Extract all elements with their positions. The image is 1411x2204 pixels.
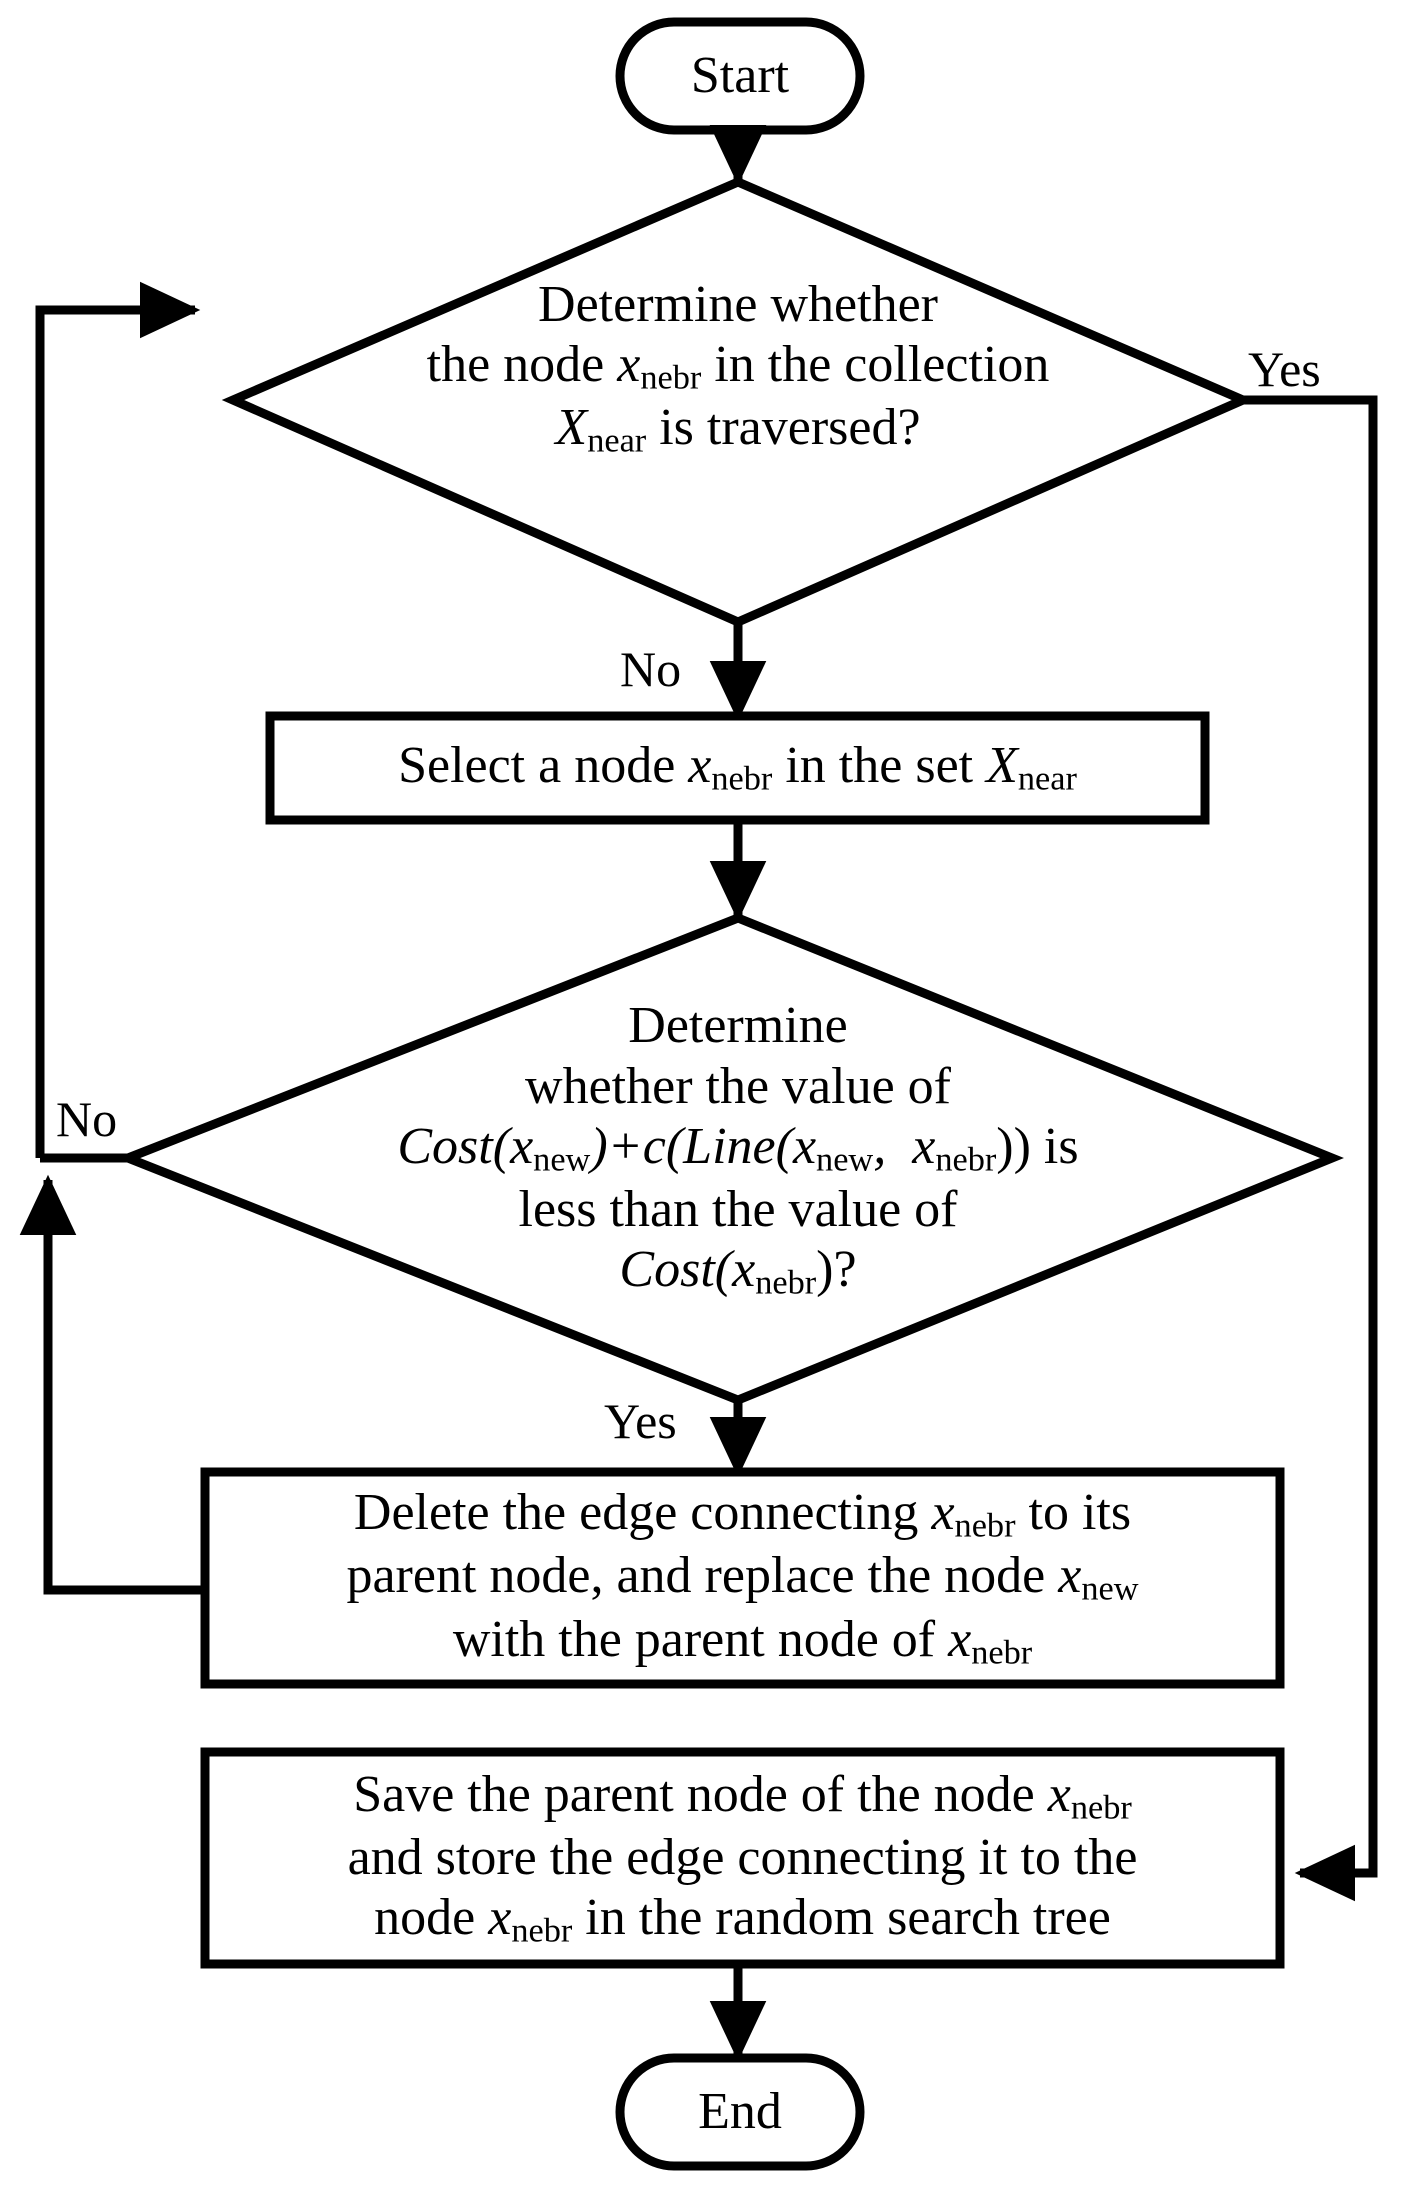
connector-outer-loop-to-decision1 bbox=[35, 281, 201, 1158]
connector-decision1-yes bbox=[1243, 395, 1378, 1902]
edge-label-decision2-no: No bbox=[56, 1091, 118, 1147]
edge-label-decision1-yes: Yes bbox=[1248, 341, 1321, 397]
start-terminator-shape bbox=[615, 17, 865, 135]
edge-label-decision2-yes: Yes bbox=[604, 1393, 677, 1449]
decision2-shape bbox=[115, 913, 1344, 1405]
end-terminator-shape bbox=[615, 2053, 865, 2171]
process2-shape bbox=[200, 1467, 1285, 1689]
edge-label-decision1-no: No bbox=[620, 641, 682, 697]
process1-shape bbox=[265, 711, 1210, 825]
connector-process2-feedback-loop bbox=[19, 1174, 205, 1595]
decision1-shape bbox=[221, 177, 1255, 627]
process3-shape bbox=[200, 1747, 1285, 1969]
